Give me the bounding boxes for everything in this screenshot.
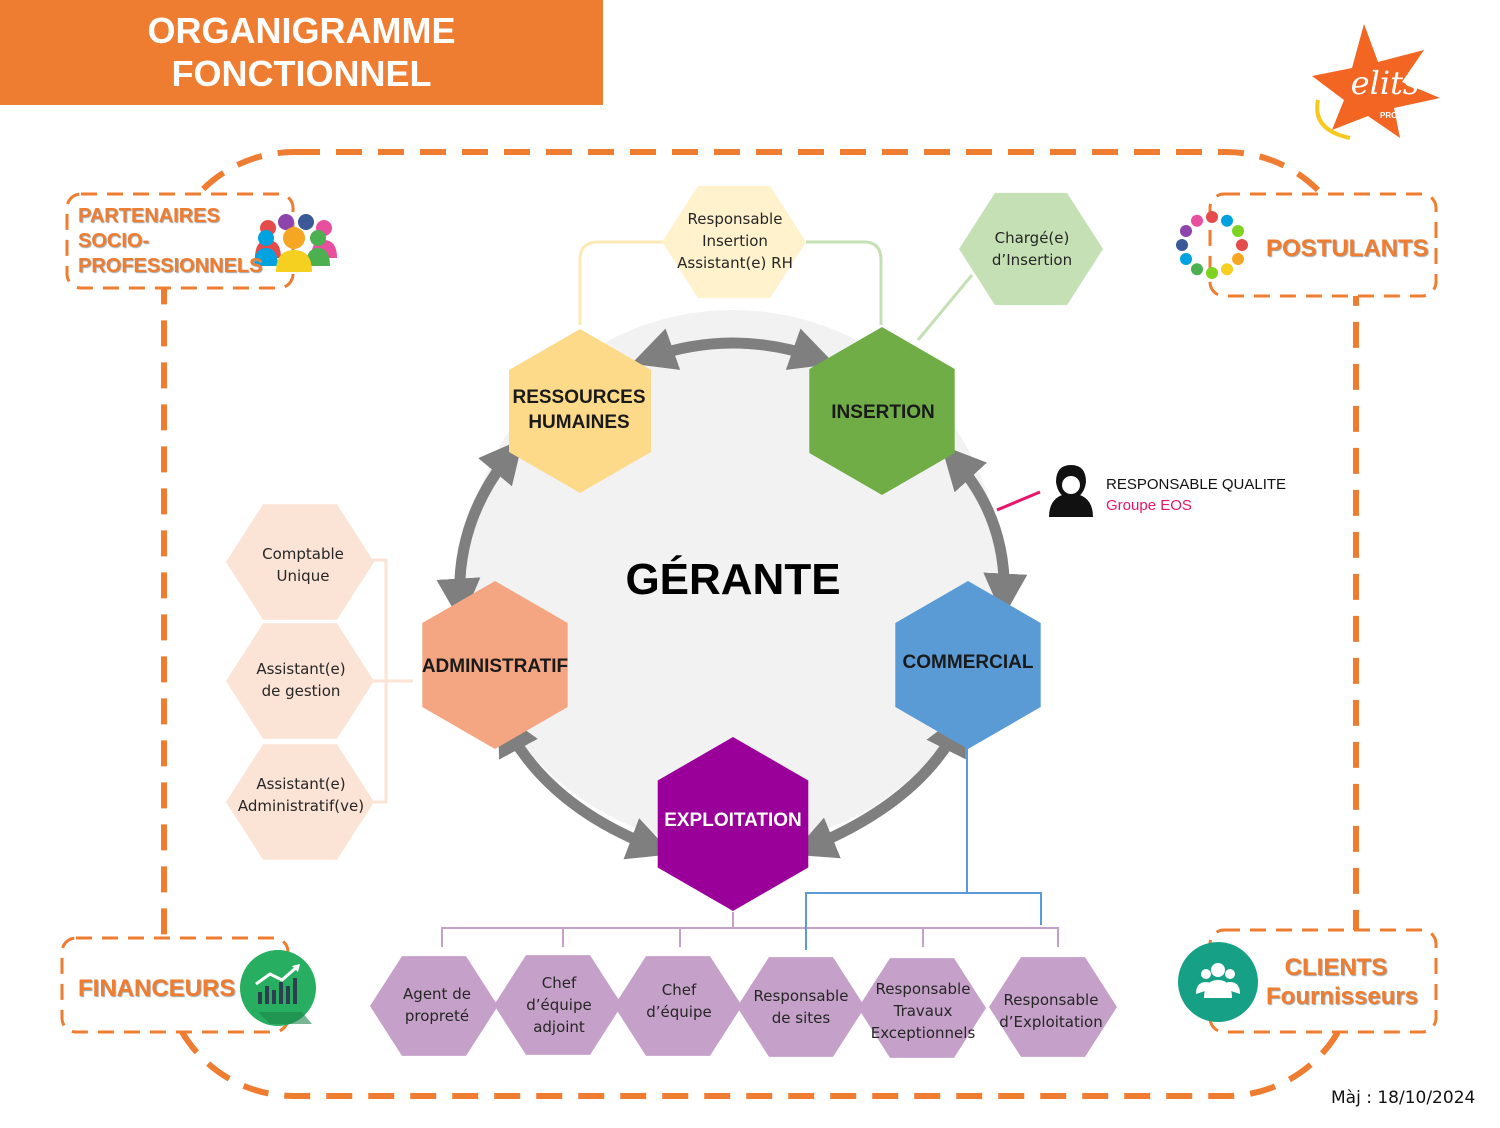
arrow-exploitation-administratif	[497, 710, 673, 860]
hex-assistant-admin	[226, 744, 374, 860]
hex-resp-exploitation	[989, 957, 1117, 1057]
logo-subtext: PROPRETÉ	[1380, 111, 1425, 120]
logo-text: elits	[1351, 64, 1420, 102]
postulants-label: POSTULANTS	[1266, 235, 1429, 262]
elits-logo: elits PROPRETÉ	[1312, 24, 1440, 140]
connector-commercial-roles	[805, 745, 1042, 950]
people-group-icon	[254, 214, 337, 272]
connector-quality	[996, 490, 1041, 512]
ring-person-dot	[1232, 253, 1244, 265]
clients-label: CLIENTS Fournisseurs	[1266, 954, 1419, 1010]
financeurs-box	[60, 936, 290, 1034]
hex-assistant-gestion	[226, 623, 374, 739]
hex-chef-equipe-adjoint	[494, 955, 622, 1055]
ring-person-dot	[1191, 263, 1203, 276]
hex-insertion	[809, 327, 955, 495]
ring-person-dot	[1221, 263, 1233, 276]
quality-title: RESPONSABLE QUALITE	[1106, 476, 1287, 493]
connector-insertion	[806, 240, 883, 325]
connector-charge	[916, 274, 974, 341]
hexagon-layer	[226, 185, 1117, 1058]
hex-comptable	[226, 504, 374, 620]
ring-person-dot	[1206, 267, 1218, 279]
hex-commercial	[895, 581, 1041, 749]
ring-person-dot	[1180, 225, 1192, 237]
title-banner: ORGANIGRAMME FONCTIONNEL	[0, 0, 603, 105]
hex-exploitation	[657, 737, 809, 911]
ring-person-dot	[1191, 214, 1203, 227]
title-line-2: FONCTIONNEL	[171, 53, 432, 94]
ring-person-dot	[1236, 239, 1248, 251]
arrow-rh-insertion	[631, 328, 835, 370]
ring-person-dot	[1232, 225, 1244, 237]
hex-agent-proprete	[370, 956, 498, 1056]
hex-resp-sites	[737, 957, 865, 1057]
title-line-1: ORGANIGRAMME	[147, 10, 456, 51]
cycle-arrows	[436, 328, 1028, 860]
hex-charge-insertion	[959, 192, 1103, 306]
ring-person-dot	[1180, 253, 1192, 265]
hex-administratif	[422, 581, 568, 749]
partenaires-label: PARTENAIRES SOCIO- PROFESSIONNELS	[78, 205, 263, 277]
connector-exploitation-roles	[441, 912, 1059, 947]
clients-group-icon	[1178, 942, 1258, 1022]
arrow-administratif-rh	[436, 438, 524, 623]
partenaires-box	[65, 192, 295, 290]
people-ring-icon	[1176, 211, 1248, 279]
connector-admin-roles	[370, 558, 413, 804]
growth-chart-icon	[240, 950, 316, 1026]
financeurs-label: FINANCEURS	[78, 975, 236, 1002]
person-icon	[1049, 465, 1093, 517]
postulants-box	[1208, 192, 1438, 298]
hex-resp-insertion	[662, 185, 806, 299]
arrow-insertion-commercial	[941, 445, 1028, 618]
ring-person-dot	[1206, 211, 1218, 223]
hex-rh	[509, 329, 651, 493]
hex-resp-travaux	[858, 958, 986, 1058]
connector-rh	[578, 240, 665, 325]
outer-dashed-frame	[161, 149, 1359, 1099]
update-date: Màj : 18/10/2024	[1331, 1088, 1476, 1108]
hex-chef-equipe	[614, 956, 742, 1056]
ring-person-dot	[1221, 214, 1233, 227]
ring-person-dot	[1176, 239, 1188, 251]
quality-subtitle: Groupe EOS	[1106, 497, 1192, 514]
arrow-commercial-exploitation	[791, 710, 966, 859]
